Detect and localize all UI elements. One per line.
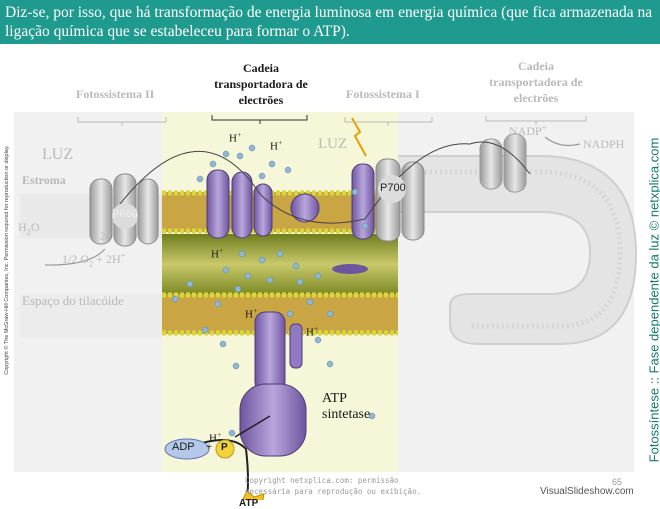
proton-label-4: H+ bbox=[245, 306, 257, 321]
plus-label: + bbox=[206, 441, 212, 453]
header-ps2: Fotossistema II bbox=[76, 87, 154, 102]
proton-label-2: H+ bbox=[270, 138, 282, 153]
nadp-plus-label: NADP+ bbox=[509, 123, 546, 139]
espaco-label: Espaço do tilacóide bbox=[22, 293, 124, 309]
p680-label: P680 bbox=[112, 208, 138, 220]
credit-text: Copyright netxplica.com: permissão neces… bbox=[245, 475, 425, 497]
thylakoid-lumen bbox=[162, 234, 398, 294]
light-reactions-diagram: Cadeia transportadora de electrões Fotos… bbox=[0, 44, 660, 500]
proton-label-5: H+ bbox=[306, 324, 318, 339]
nadph-label: NADPH bbox=[583, 137, 624, 152]
proton-label-3: H+ bbox=[211, 246, 223, 261]
header-cadeia-1: Cadeia transportadora de electrões bbox=[206, 60, 316, 108]
p700-label: P700 bbox=[380, 182, 406, 194]
luz-label-2: LUZ bbox=[318, 136, 347, 153]
title-banner: Diz-se, por isso, que há transformação d… bbox=[0, 0, 660, 44]
h2o-label: H2O bbox=[18, 220, 40, 236]
p-label: P bbox=[221, 442, 228, 453]
diagram-artwork bbox=[0, 44, 660, 500]
electrons-label: 2e- bbox=[100, 228, 113, 243]
side-copyright-label: Copyright © The McGraw-Hill Companies, I… bbox=[2, 110, 12, 410]
luz-label-1: LUZ bbox=[42, 146, 73, 164]
side-copyright-text: Copyright © The McGraw-Hill Companies, I… bbox=[4, 145, 10, 374]
header-cadeia-2: Cadeia transportadora de electrões bbox=[486, 58, 586, 106]
header-ps1: Fotossistema I bbox=[346, 87, 420, 102]
side-vertical-text: Fotossíntese :: Fase dependente da luz ©… bbox=[647, 138, 660, 463]
oxygen-label: 1/2 O2 + 2H+ bbox=[62, 251, 125, 268]
adp-label: ADP bbox=[172, 441, 195, 453]
proton-label-1: H+ bbox=[229, 130, 241, 145]
estroma-label: Estroma bbox=[22, 173, 66, 188]
watermark: VisualSlideshow.com bbox=[540, 486, 634, 497]
side-vertical-label: Fotossíntese :: Fase dependente da luz ©… bbox=[646, 110, 660, 490]
banner-text: Diz-se, por isso, que há transformação d… bbox=[5, 3, 657, 41]
